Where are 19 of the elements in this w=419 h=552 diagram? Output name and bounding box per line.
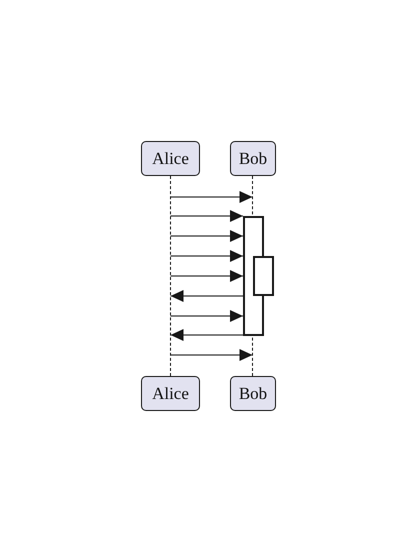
message-arrow bbox=[170, 329, 244, 341]
message-arrow bbox=[170, 349, 253, 361]
lifeline bbox=[170, 176, 171, 376]
participant-box bbox=[141, 376, 200, 411]
message-arrow bbox=[170, 250, 244, 262]
message-arrow bbox=[170, 310, 244, 322]
participant-name: Alice bbox=[152, 382, 189, 405]
message-arrow bbox=[170, 210, 244, 222]
message-arrow bbox=[170, 230, 244, 242]
participant-box bbox=[141, 141, 200, 176]
message-arrow bbox=[170, 290, 244, 302]
participant-box bbox=[230, 376, 276, 411]
participant-name: Alice bbox=[152, 148, 189, 170]
participant-box bbox=[230, 141, 276, 176]
message-arrow bbox=[170, 270, 244, 282]
participant-name: Bob bbox=[238, 148, 268, 170]
message-arrow bbox=[170, 191, 253, 203]
activation-bar bbox=[253, 256, 274, 296]
participant-name: Bob bbox=[238, 382, 268, 405]
